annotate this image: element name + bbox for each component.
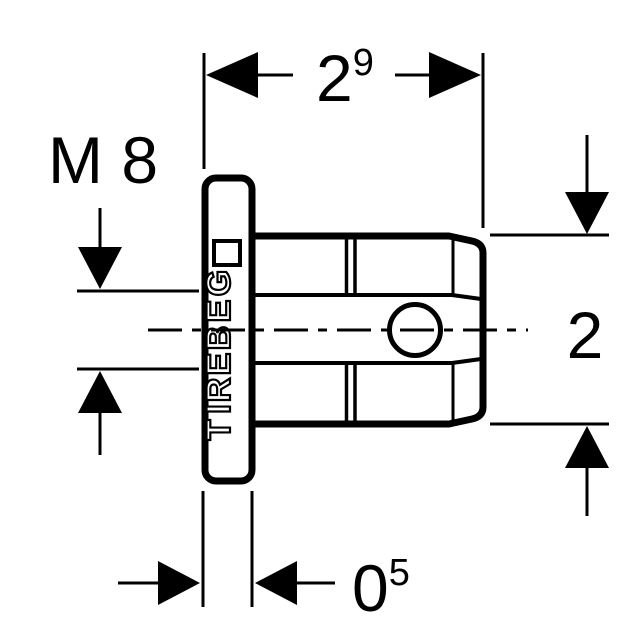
arrow-left-icon [206,52,258,98]
brand-letter: I [200,404,238,413]
thread-label: M 8 [48,123,158,197]
dimension-diameter [490,135,609,516]
dimension-width-label: 29 [316,41,374,115]
dimension-width-superscript: 9 [353,42,374,84]
arrow-up-icon [78,371,122,413]
brand-letter: E [200,300,238,323]
arrow-down-icon [565,192,609,234]
brand-logo: G E B E R I T [199,269,239,442]
dimension-width-value: 2 [316,41,353,115]
dimension-width-top [202,52,485,228]
arrow-left-icon [255,561,297,605]
arrow-right-icon [158,561,200,605]
arrow-right-icon [429,52,481,98]
diameter-label: 2 [567,298,604,372]
body-shoulder-line-bottom [252,357,482,365]
flange-thickness-label: 05 [352,551,410,625]
dimension-thread [77,208,199,455]
arrow-down-icon [78,247,122,289]
brand-letter: T [200,419,238,440]
brand-letter: R [200,378,238,403]
brand-square-icon [212,239,242,267]
arrow-up-icon [565,426,609,468]
brand-letter: E [200,353,238,376]
flange-thickness-superscript: 5 [389,552,410,594]
flange-thickness-value: 0 [352,551,389,625]
body-shoulder-line-top [252,293,482,301]
brand-letter: G [200,270,238,296]
dimension-flange-thickness [118,491,335,607]
